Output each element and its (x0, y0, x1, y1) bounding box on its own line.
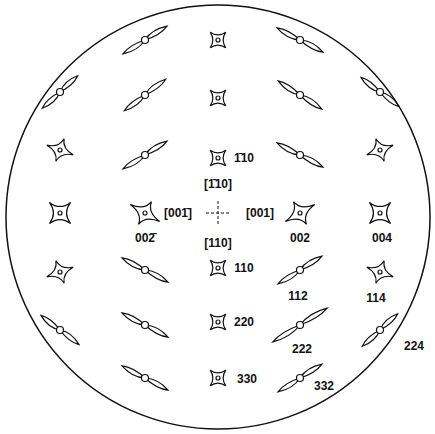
center-dot (216, 156, 220, 160)
center-dot (298, 211, 302, 215)
pattern-shapes (40, 24, 401, 394)
center-dot (142, 37, 149, 44)
center-dot (297, 375, 304, 382)
propeller-shape (271, 306, 330, 344)
center-cross (206, 201, 230, 225)
center-dot (378, 211, 382, 215)
projection-circle (6, 5, 430, 429)
propeller-shape (277, 77, 323, 112)
center-dot (297, 152, 304, 159)
center-dot (378, 270, 382, 274)
index-label: 002̄ (134, 232, 156, 245)
star-shape (285, 202, 314, 225)
center-dot (142, 152, 149, 159)
star-shape (210, 260, 226, 276)
index-label: 004 (371, 232, 393, 245)
index-label: 330 (236, 373, 258, 386)
propeller-shape (40, 312, 81, 348)
center-dot (216, 376, 220, 380)
star-shape (210, 90, 226, 106)
center-dot (57, 327, 64, 334)
propeller-shape (121, 24, 169, 56)
center-dot (143, 211, 147, 215)
star-shape (47, 261, 73, 284)
index-label: 110 (233, 262, 254, 275)
star-shape (47, 139, 73, 162)
index-label: 1̄10 (233, 152, 255, 165)
center-dot (297, 267, 304, 274)
propeller-shape (276, 139, 324, 171)
star-shape (210, 150, 226, 166)
star-shape (367, 139, 393, 162)
star-shape (210, 32, 226, 48)
index-label: 114 (365, 292, 386, 305)
center-dot (378, 148, 382, 152)
center-dot (142, 92, 149, 99)
center-dot (216, 266, 220, 270)
center-dot (297, 322, 304, 329)
star-shape (130, 202, 159, 225)
center-dot (58, 211, 62, 215)
index-label: [1̄10] (203, 178, 233, 191)
index-label: 002 (289, 232, 311, 245)
star-shape (369, 202, 390, 223)
center-dot (297, 37, 304, 44)
center-dot (142, 322, 149, 329)
index-label: [110] (203, 237, 232, 250)
propeller-shape (360, 74, 401, 110)
center-dot (216, 96, 220, 100)
center-dot (216, 320, 220, 324)
center-dot (58, 148, 62, 152)
center-dot (377, 89, 384, 96)
index-label: 222 (291, 343, 313, 356)
propeller-shape (276, 254, 324, 286)
propeller-shape (122, 77, 168, 112)
center-dot (297, 92, 304, 99)
center-dot (142, 375, 149, 382)
propeller-shape (121, 362, 169, 394)
center-dot (58, 270, 62, 274)
propeller-shape (276, 24, 324, 56)
star-shape (367, 261, 393, 284)
center-dot (216, 38, 220, 42)
index-label: 224 (403, 340, 425, 353)
propeller-shape (121, 139, 169, 171)
star-shape (210, 314, 226, 330)
center-dot (57, 89, 64, 96)
index-label: 112 (287, 290, 308, 303)
star-shape (49, 202, 70, 223)
index-label: [001̄] (163, 207, 193, 220)
propeller-shape (360, 312, 401, 348)
index-label: [001] (245, 207, 275, 220)
propeller-shape (121, 254, 169, 286)
center-dot (377, 327, 384, 334)
index-label: 332 (313, 380, 335, 393)
index-label: 220 (233, 316, 255, 329)
star-shape (210, 370, 226, 386)
center-dot (142, 267, 149, 274)
propeller-shape (121, 309, 169, 341)
propeller-shape (40, 74, 81, 110)
